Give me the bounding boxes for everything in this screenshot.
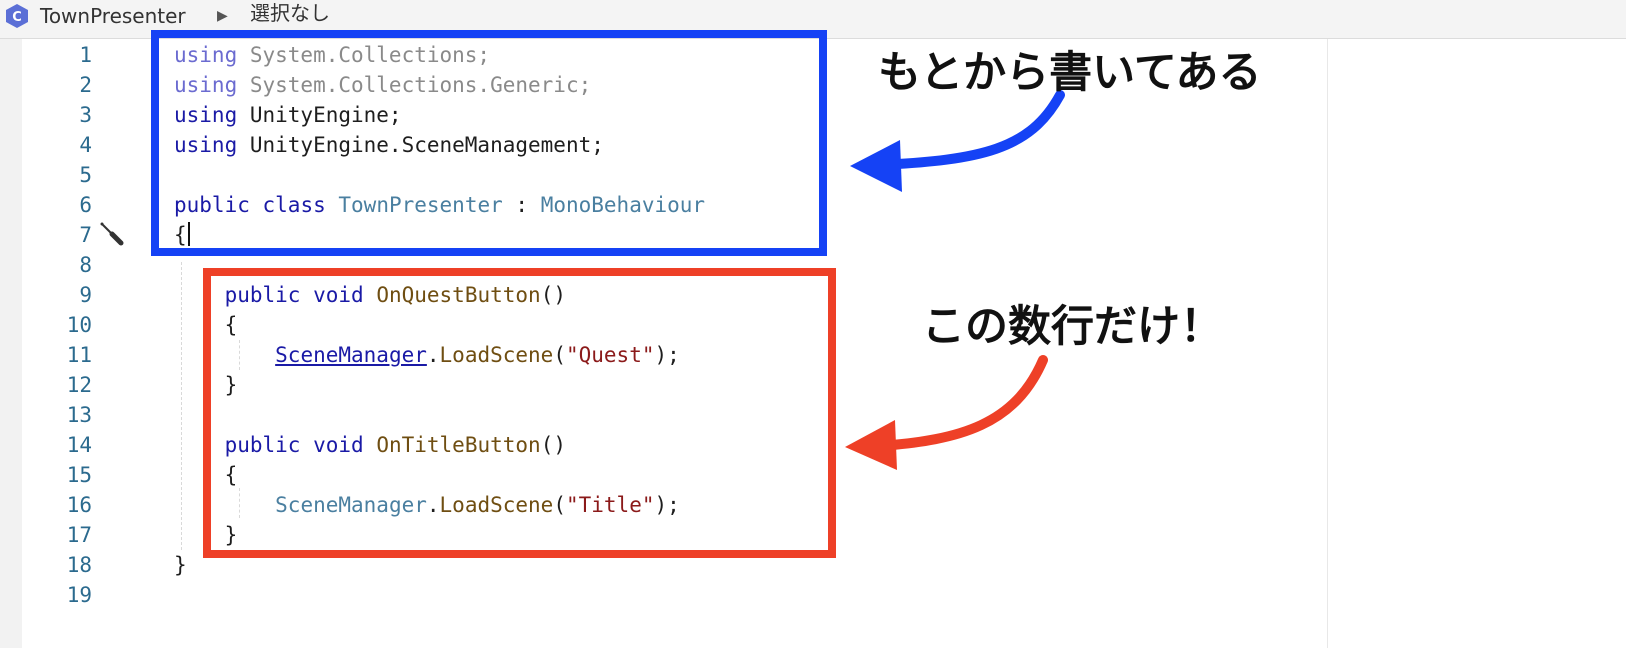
- csharp-file-icon: C: [6, 4, 28, 28]
- line-number: 4: [79, 133, 92, 157]
- line-number: 14: [66, 433, 92, 457]
- text-caret: [188, 222, 190, 246]
- code-token: );: [654, 343, 680, 367]
- indent-guide: [239, 340, 240, 370]
- code-token: System.Collections.Generic;: [237, 73, 592, 97]
- code-token: MonoBehaviour: [540, 193, 706, 217]
- added-code-highlight-box: [203, 268, 836, 558]
- code-line[interactable]: public void OnTitleButton(): [174, 430, 566, 460]
- annotation-original-label: もとから書いてある: [878, 48, 1262, 98]
- line-number: 6: [79, 193, 92, 217]
- indent-guide: [181, 262, 182, 550]
- code-line[interactable]: SceneManager.LoadScene("Quest");: [174, 340, 680, 370]
- code-line[interactable]: SceneManager.LoadScene("Title");: [174, 490, 680, 520]
- code-line[interactable]: using UnityEngine;: [174, 100, 402, 130]
- code-token: SceneManager: [275, 343, 427, 367]
- code-token: OnTitleButton: [376, 433, 541, 457]
- code-token: {: [174, 463, 238, 487]
- code-line[interactable]: }: [174, 370, 238, 400]
- code-token: public: [174, 433, 301, 457]
- code-token: UnityEngine.SceneManagement;: [237, 133, 604, 157]
- line-number: 5: [79, 163, 92, 187]
- code-token: SceneManager: [275, 493, 427, 517]
- code-token: {: [174, 223, 187, 247]
- code-token: public: [174, 193, 250, 217]
- code-token: .: [426, 493, 440, 517]
- code-line[interactable]: public void OnQuestButton(): [174, 280, 566, 310]
- line-number: 13: [66, 403, 92, 427]
- code-token: {: [174, 313, 238, 337]
- breadcrumb-separator-icon: ▶: [217, 8, 228, 24]
- editor-right-ruler: [1327, 39, 1328, 648]
- code-token: (: [553, 343, 566, 367]
- code-token: }: [174, 523, 238, 547]
- code-token: System.Collections;: [237, 43, 491, 67]
- code-token: void: [313, 283, 364, 307]
- annotation-added-label: この数行だけ！: [922, 302, 1223, 352]
- line-number: 2: [79, 73, 92, 97]
- editor-left-margin: [0, 39, 22, 648]
- code-line[interactable]: public class TownPresenter : MonoBehavio…: [174, 190, 705, 220]
- code-token: LoadScene: [439, 493, 554, 517]
- code-line[interactable]: }: [174, 550, 187, 580]
- breadcrumb-file-name[interactable]: TownPresenter: [40, 4, 186, 28]
- line-number: 18: [66, 553, 92, 577]
- code-token: class: [262, 193, 326, 217]
- code-line[interactable]: {: [174, 310, 238, 340]
- code-token: OnQuestButton: [376, 283, 541, 307]
- line-number: 12: [66, 373, 92, 397]
- code-token: using: [174, 133, 238, 157]
- code-line[interactable]: {: [174, 460, 238, 490]
- line-number: 3: [79, 103, 92, 127]
- line-number: 8: [79, 253, 92, 277]
- line-number: 9: [79, 283, 92, 307]
- code-editor[interactable]: [0, 39, 1626, 648]
- line-number: 11: [66, 343, 92, 367]
- line-number: 17: [66, 523, 92, 547]
- code-token: "Title": [565, 493, 655, 517]
- code-token: TownPresenter: [338, 193, 503, 217]
- line-number: 19: [66, 583, 92, 607]
- code-token: :: [502, 193, 541, 217]
- quick-fix-screwdriver-icon[interactable]: [98, 220, 126, 248]
- red-arrow-icon: [875, 355, 1048, 451]
- breadcrumb-selection[interactable]: 選択なし: [250, 1, 330, 25]
- red-arrowhead-icon: [845, 420, 897, 470]
- code-token: (): [540, 283, 566, 307]
- line-number: 10: [66, 313, 92, 337]
- code-token: using: [174, 103, 238, 127]
- line-number: 16: [66, 493, 92, 517]
- code-token: (: [553, 493, 566, 517]
- code-line[interactable]: }: [174, 520, 238, 550]
- code-token: }: [174, 373, 238, 397]
- line-number: 1: [79, 43, 92, 67]
- code-line[interactable]: using UnityEngine.SceneManagement;: [174, 130, 604, 160]
- code-token: LoadScene: [439, 343, 554, 367]
- code-token: using: [174, 73, 238, 97]
- code-token: (): [540, 433, 566, 457]
- code-token: .: [426, 343, 440, 367]
- code-line[interactable]: {: [174, 220, 187, 250]
- svg-text:C: C: [12, 10, 22, 25]
- indent-guide: [239, 488, 240, 518]
- code-token: UnityEngine;: [237, 103, 402, 127]
- blue-arrow-icon: [875, 90, 1065, 170]
- code-line[interactable]: using System.Collections;: [174, 40, 490, 70]
- code-token: public: [174, 283, 301, 307]
- code-token: using: [174, 43, 238, 67]
- original-code-highlight-box: [151, 30, 827, 256]
- blue-arrowhead-icon: [850, 140, 902, 192]
- line-number: 15: [66, 463, 92, 487]
- code-token: );: [654, 493, 680, 517]
- line-number: 7: [79, 223, 92, 247]
- code-token: void: [313, 433, 364, 457]
- code-token: }: [174, 553, 187, 577]
- code-line[interactable]: using System.Collections.Generic;: [174, 70, 591, 100]
- code-token: "Quest": [565, 343, 655, 367]
